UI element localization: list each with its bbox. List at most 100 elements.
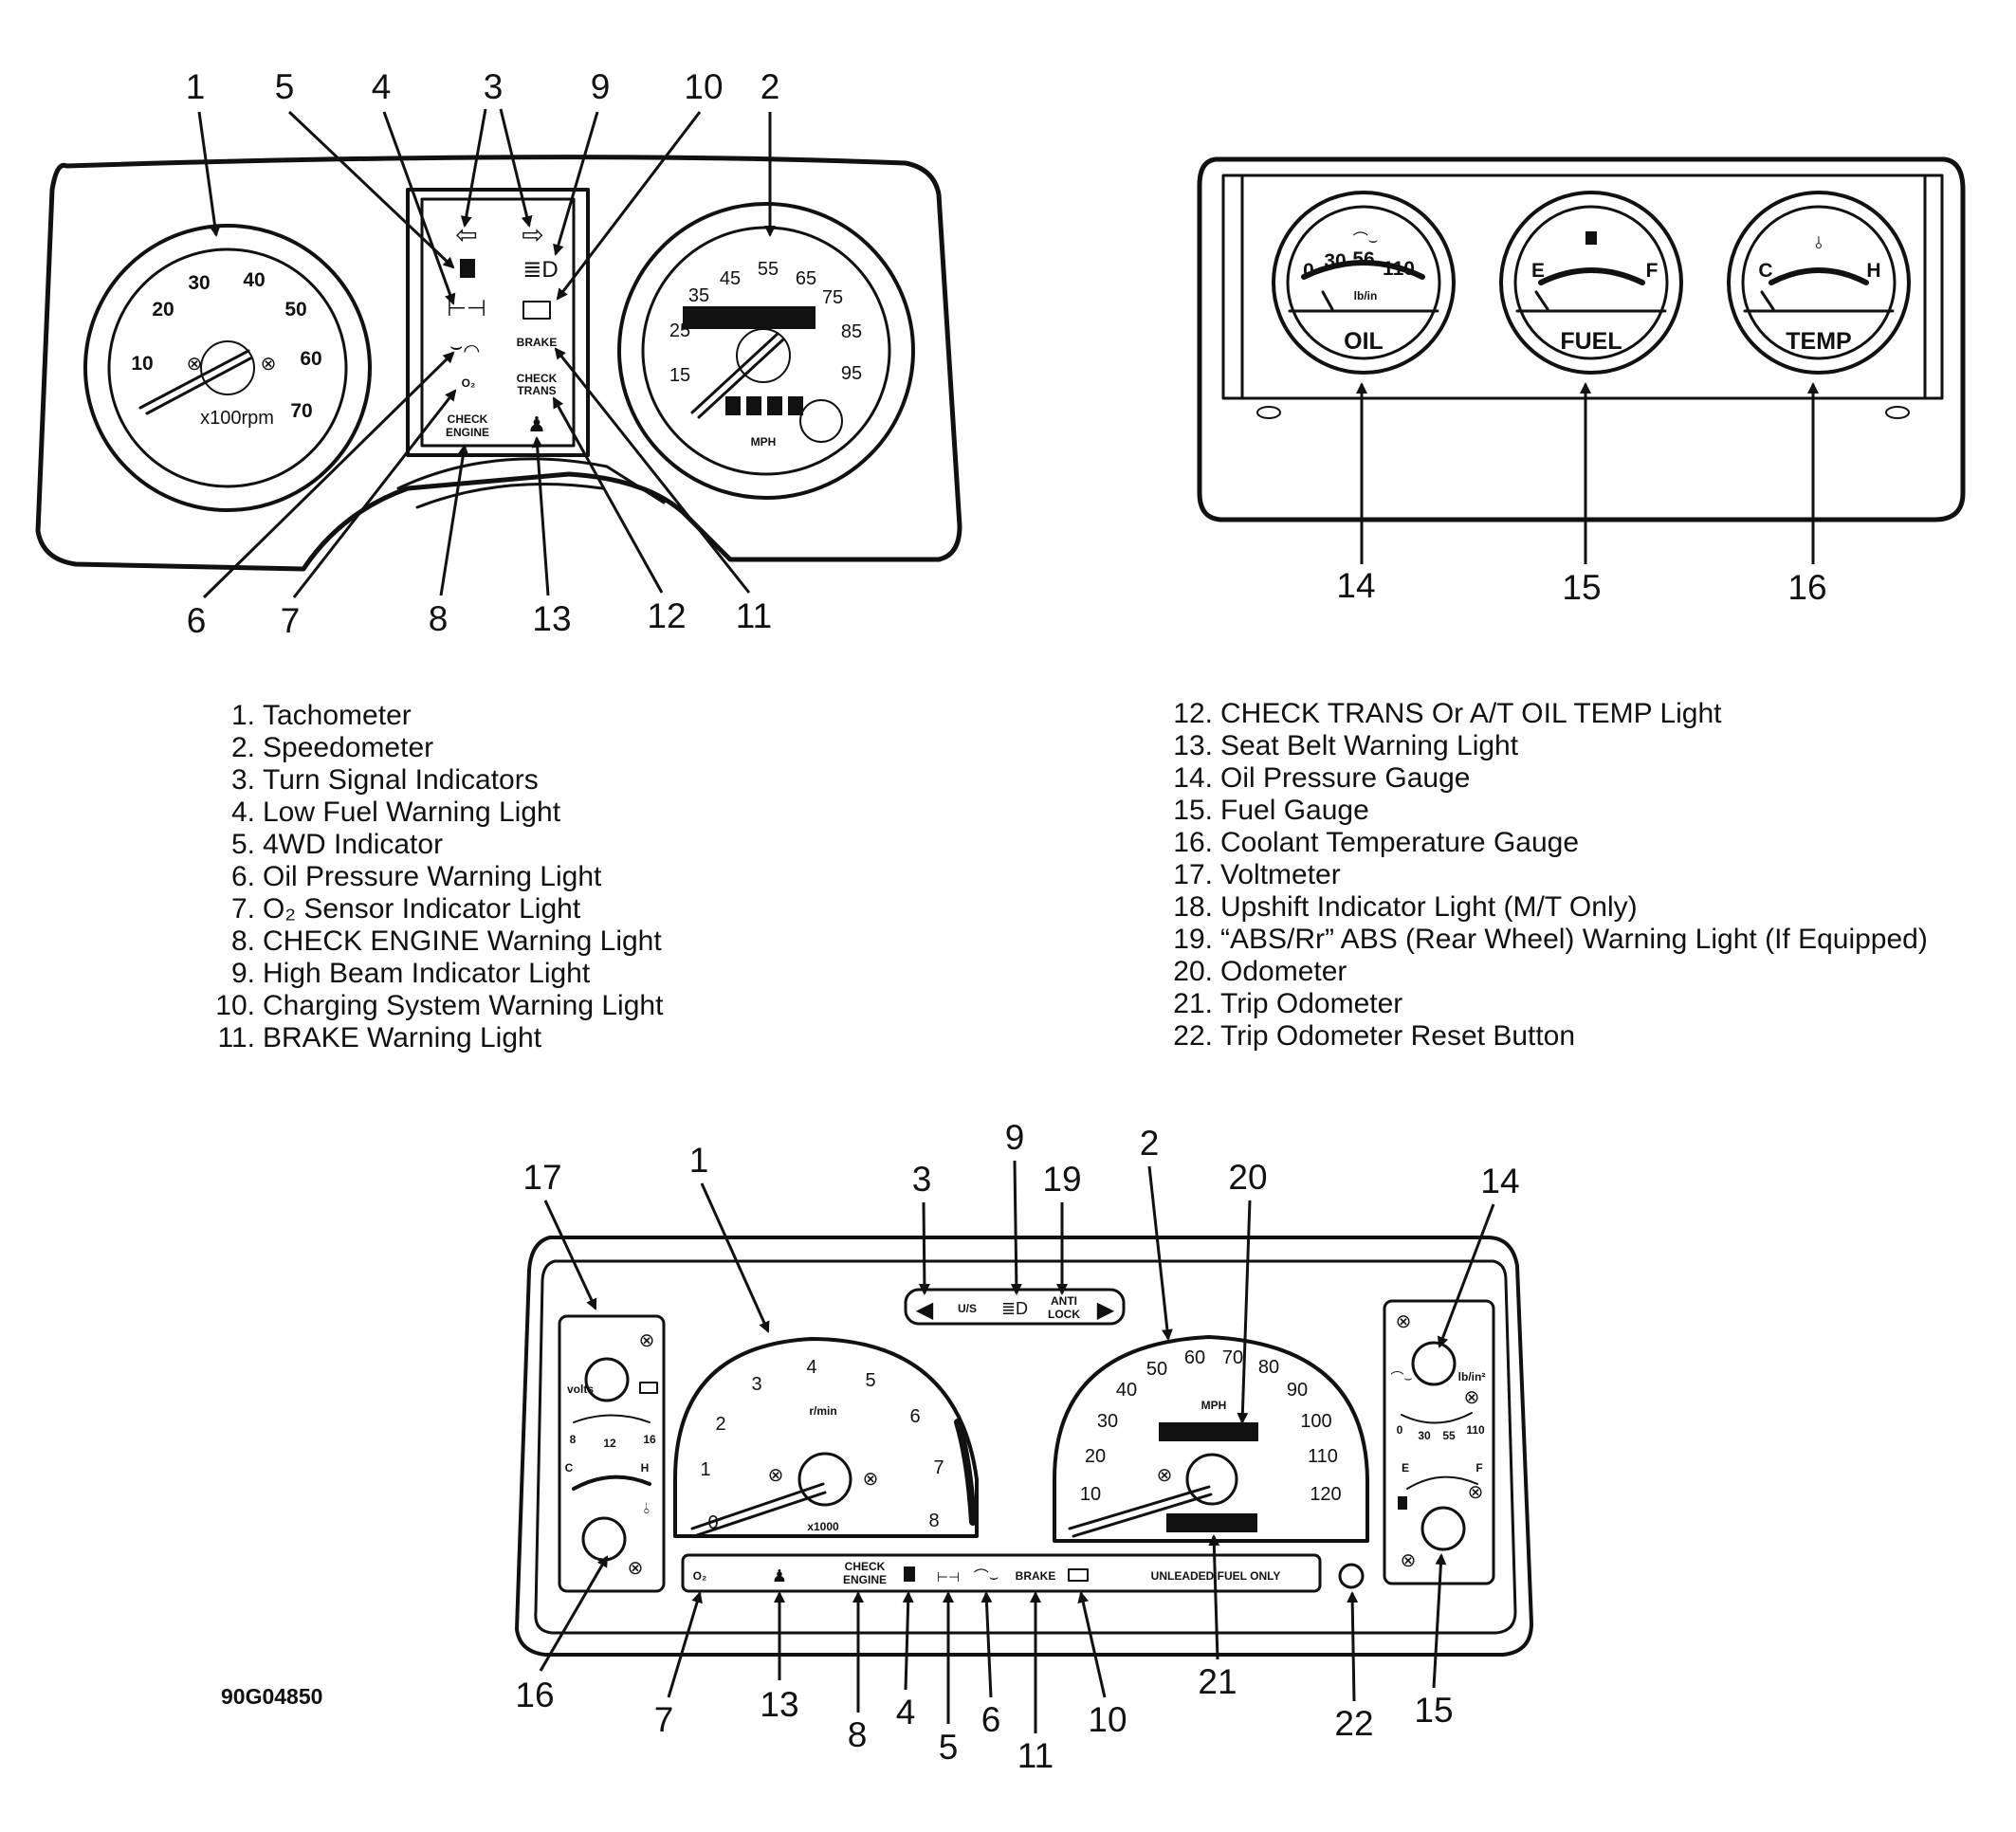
fuel-gauge-full: F xyxy=(1646,260,1659,282)
tach-a-num: 40 xyxy=(243,269,265,291)
legend-item: 21.Trip Odometer xyxy=(1173,988,1403,1019)
leader-lines-aux xyxy=(1356,382,1819,564)
speedo-b-num: 70 xyxy=(1222,1347,1243,1368)
oil-fuel-panel: ⊗ ⌒⌣ lb/in² ⊗ 0 30 55 110 E F ⊗ ⊗ xyxy=(1383,1299,1495,1585)
top-indicator-strip: ◀ U/S ≣D ANTI LOCK ▶ xyxy=(904,1288,1126,1326)
oil-can-icon: ⌒⌣ xyxy=(1353,231,1379,248)
speedo-b-num: 100 xyxy=(1300,1411,1331,1432)
callout-9: 9 xyxy=(591,67,611,106)
volts-scale: 8 xyxy=(570,1433,577,1446)
bottom-warning-strip: O₂ ♟ CHECK ENGINE ⊢⊣ ⌒⌣ BRAKE UNLEADED F… xyxy=(681,1553,1322,1593)
temp-gauge-hot: H xyxy=(1866,260,1880,282)
callout-8: 8 xyxy=(848,1715,868,1754)
temp-b-c: C xyxy=(565,1461,574,1475)
callout-16: 16 xyxy=(1787,568,1826,607)
odometer-b xyxy=(1159,1422,1258,1441)
legend-item: 20.Odometer xyxy=(1173,956,1347,987)
tach-a-num: 60 xyxy=(300,348,321,370)
speedo-b-num: 10 xyxy=(1080,1484,1101,1505)
speedo-b-num: 30 xyxy=(1097,1411,1118,1432)
four-wd-icon: ⊢⊣ xyxy=(937,1569,960,1585)
fuel-pump-icon xyxy=(1398,1496,1407,1510)
legend-left: 1.Tachometer 2.Speedometer 3.Turn Signal… xyxy=(213,700,663,1054)
leader-lines-b xyxy=(539,1160,1495,1733)
trip-reset-button[interactable] xyxy=(1338,1563,1365,1589)
oil-b-scale: 55 xyxy=(1442,1429,1456,1442)
oil-gauge-scale: 30 xyxy=(1324,250,1346,272)
speedo-b-num: 90 xyxy=(1287,1380,1308,1401)
check-engine-b: ENGINE xyxy=(843,1573,887,1586)
speedometer-a: 15 25 35 45 55 65 75 85 95 MPH xyxy=(617,202,915,500)
tach-b-num: 8 xyxy=(928,1511,939,1531)
temp-gauge-label: TEMP xyxy=(1786,328,1851,355)
temp-gauge-a: ⫰ C H TEMP xyxy=(1727,191,1911,375)
legend-item: 19.“ABS/Rr” ABS (Rear Wheel) Warning Lig… xyxy=(1173,924,1928,955)
oil-gauge-label: OIL xyxy=(1344,328,1384,355)
volts-scale: 12 xyxy=(603,1437,616,1450)
callout-7: 7 xyxy=(281,601,301,640)
fuel-gauge-empty: E xyxy=(1531,260,1545,282)
cluster-b: ⊗ volts 8 12 16 C H ⫰ ⊗ 0 1 2 3 4 5 xyxy=(515,1118,1533,1775)
legend-item: 15.Fuel Gauge xyxy=(1173,795,1369,826)
brake-indicator-a: BRAKE xyxy=(517,336,558,349)
oil-gauge-a: 0 30 56 110 lb/in ⌒⌣ OIL xyxy=(1272,191,1456,375)
speedo-a-num: 85 xyxy=(841,321,862,342)
callout-11: 11 xyxy=(736,596,772,635)
callout-13: 13 xyxy=(760,1685,798,1724)
tach-a-num: 30 xyxy=(188,272,210,294)
oil-b-scale: 110 xyxy=(1466,1423,1485,1437)
tach-b-num: 2 xyxy=(715,1414,725,1435)
oil-b-scale: 30 xyxy=(1418,1429,1431,1442)
tach-b-unit: r/min xyxy=(809,1404,836,1418)
tach-b-mult: x1000 xyxy=(807,1520,839,1533)
screw-icon: ⊗ xyxy=(187,354,203,375)
trip-odometer-b xyxy=(1166,1513,1257,1532)
cluster-b-housing xyxy=(515,1236,1533,1657)
tach-a-num: 50 xyxy=(284,299,306,321)
temp-b-h: H xyxy=(641,1461,650,1475)
speedo-a-num: 45 xyxy=(720,268,741,289)
oil-gauge-scale: 56 xyxy=(1352,248,1374,270)
callout-2: 2 xyxy=(761,67,780,106)
screw-icon: ⊗ xyxy=(863,1469,879,1490)
speedo-b-unit: MPH xyxy=(1201,1399,1227,1412)
speedo-a-num: 25 xyxy=(669,321,690,341)
screw-icon: ⊗ xyxy=(1157,1465,1173,1486)
callout-5: 5 xyxy=(939,1728,959,1767)
fuel-gauge-label: FUEL xyxy=(1560,328,1622,355)
callout-5: 5 xyxy=(275,67,295,106)
check-engine-a: CHECK xyxy=(448,412,488,426)
fuel-b-e: E xyxy=(1402,1461,1409,1475)
brake-indicator-b: BRAKE xyxy=(1016,1569,1056,1583)
oil-b-scale: 0 xyxy=(1397,1423,1403,1437)
speedo-b-num: 60 xyxy=(1184,1347,1205,1368)
legend-item: 14.Oil Pressure Gauge xyxy=(1173,762,1471,794)
cluster-a-housing xyxy=(35,155,962,572)
callout-17: 17 xyxy=(522,1158,561,1197)
callout-15: 15 xyxy=(1562,568,1601,607)
check-engine-b: CHECK xyxy=(845,1560,886,1573)
legend-item: 22.Trip Odometer Reset Button xyxy=(1173,1020,1576,1052)
callout-9: 9 xyxy=(1005,1118,1025,1157)
legend-item: 18.Upshift Indicator Light (M/T Only) xyxy=(1173,891,1638,923)
oil-can-icon: ⌒⌣ xyxy=(974,1568,999,1585)
tachometer-b: 0 1 2 3 4 5 6 7 8 r/min x1000 ⊗ ⊗ xyxy=(673,1337,979,1538)
seat-belt-icon: ♟ xyxy=(772,1566,787,1585)
speedo-b-num: 110 xyxy=(1308,1446,1338,1467)
screw-icon: ⊗ xyxy=(1468,1482,1484,1503)
check-engine-a: ENGINE xyxy=(446,426,489,439)
legend-item: 11.BRAKE Warning Light xyxy=(217,1022,542,1053)
callout-3: 3 xyxy=(912,1160,932,1199)
oil-gauge-scale: 0 xyxy=(1303,260,1314,282)
tach-b-num: 6 xyxy=(909,1406,920,1427)
callout-1: 1 xyxy=(689,1141,709,1180)
legend-item: 17.Voltmeter xyxy=(1173,859,1341,890)
legend-item: 16.Coolant Temperature Gauge xyxy=(1173,827,1580,858)
callout-2: 2 xyxy=(1140,1124,1160,1163)
legend-item: 13.Seat Belt Warning Light xyxy=(1173,730,1519,761)
thermometer-icon: ⫰ xyxy=(1815,233,1823,252)
callout-21: 21 xyxy=(1198,1662,1237,1701)
leader-lines-a xyxy=(197,108,776,599)
oil-gauge-unit: lb/in xyxy=(1354,289,1378,302)
